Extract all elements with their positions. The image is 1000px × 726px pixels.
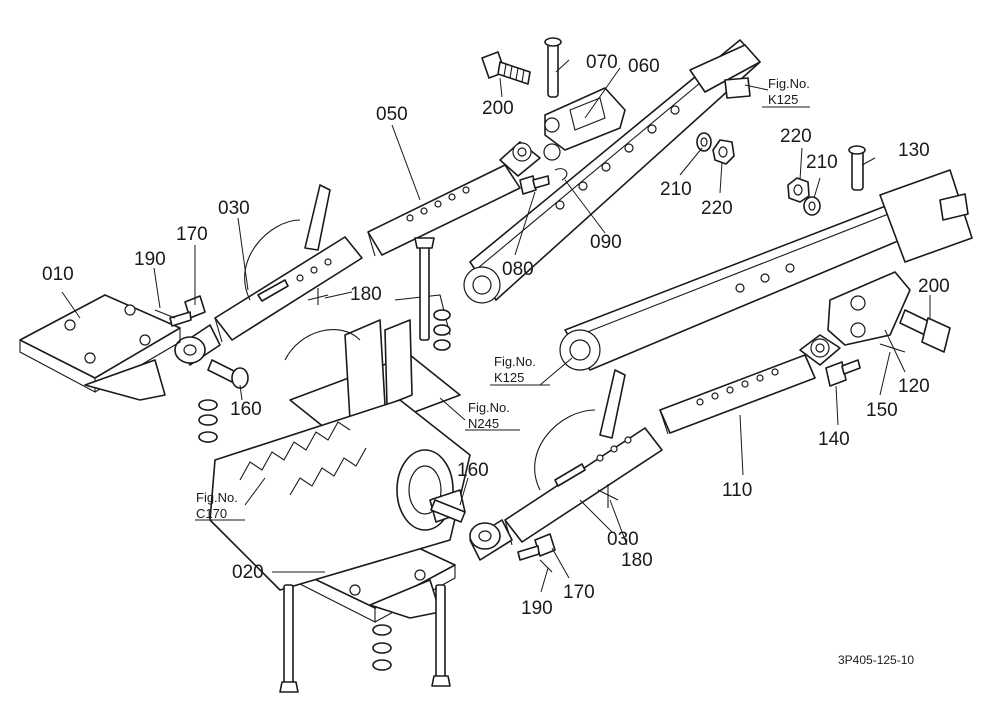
callout-200-right: 200 [918, 276, 950, 297]
bolt-170-right-drawing [517, 533, 556, 561]
callout-210-top: 210 [660, 179, 692, 200]
ref-k125-mid-line2: K125 [494, 370, 524, 385]
callout-200-top: 200 [482, 98, 514, 119]
ref-k125-mid-line1: Fig.No. [494, 354, 536, 369]
clip-150-drawing [879, 343, 906, 353]
callout-140: 140 [818, 429, 850, 450]
callout-180-left: 180 [350, 284, 382, 305]
lower-lift-arm-drawing [559, 169, 973, 371]
turnbuckle-050-drawing [367, 141, 541, 257]
long-bolt-right-drawing [431, 584, 451, 687]
ref-n245-line2: N245 [468, 416, 499, 431]
ref-c170-line1: Fig.No. [196, 490, 238, 505]
clip-090-drawing [554, 168, 568, 181]
callout-210-right: 210 [806, 152, 838, 173]
bolt-200-top-drawing [481, 51, 531, 85]
callout-180-right: 180 [621, 550, 653, 571]
clevis-120-drawing [827, 271, 911, 346]
clip-190-right-drawing [539, 559, 553, 573]
callout-190-left: 190 [134, 249, 166, 270]
nut-220-right-drawing [787, 177, 810, 203]
drawing-code: 3P405-125-10 [838, 653, 914, 667]
pin-160-left-drawing [207, 359, 249, 389]
washer-210-top-drawing [696, 132, 712, 152]
callout-labels: 010 020 030 030 050 060 070 080 090 110 … [42, 52, 950, 619]
figure-references: Fig.No. K125 Fig.No. K125 Fig.No. N245 F… [196, 76, 810, 521]
callout-010: 010 [42, 264, 74, 285]
long-bolt-left-drawing [279, 584, 299, 693]
leader-lines [61, 59, 931, 593]
callout-050: 050 [376, 104, 408, 125]
callout-190-right: 190 [521, 598, 553, 619]
stabilizer-030-left-drawing [174, 184, 363, 366]
pin-160-right-drawing [430, 499, 466, 523]
callout-110: 110 [722, 480, 752, 501]
callout-170-left: 170 [176, 224, 208, 245]
callout-030-left: 030 [218, 198, 250, 219]
bracket-010-drawing [19, 294, 181, 401]
clevis-060-drawing [543, 87, 626, 161]
callout-060: 060 [628, 56, 660, 77]
callout-220-top: 220 [701, 198, 733, 219]
callout-020: 020 [232, 562, 264, 583]
callout-160-right: 160 [457, 460, 489, 481]
washer-stack-left-drawing [198, 399, 218, 443]
callout-150: 150 [866, 400, 898, 421]
callout-120: 120 [898, 376, 930, 397]
callout-170-right: 170 [563, 582, 595, 603]
pin-130-drawing [848, 145, 866, 191]
callout-030-right: 030 [607, 529, 639, 550]
upper-lift-arm-drawing [463, 39, 761, 304]
callout-090: 090 [590, 232, 622, 253]
pin-140-drawing [825, 359, 861, 387]
clip-190-left-drawing [154, 309, 176, 319]
ref-c170-line2: C170 [196, 506, 227, 521]
ref-n245-line1: Fig.No. [468, 400, 510, 415]
callout-220-right: 220 [780, 126, 812, 147]
pin-070-drawing [544, 37, 562, 98]
callout-130: 130 [898, 140, 930, 161]
callout-160-left: 160 [230, 399, 262, 420]
washer-210-right-drawing [803, 196, 821, 216]
washer-stack-bottom-drawing [372, 624, 392, 671]
callout-070: 070 [586, 52, 618, 73]
washer-stack-top-drawing [433, 309, 451, 351]
nut-220-top-drawing [712, 139, 735, 165]
clip-180-left-drawing [307, 288, 329, 305]
stabilizer-030-right-drawing [469, 369, 663, 561]
bolt-170-left-drawing [169, 295, 206, 327]
ref-k125-top-line1: Fig.No. [768, 76, 810, 91]
turnbuckle-110-drawing [659, 334, 841, 435]
clip-180-right-drawing [597, 484, 619, 508]
callout-080: 080 [502, 259, 534, 280]
ref-k125-top-line2: K125 [768, 92, 798, 107]
long-bolt-top-drawing [414, 237, 435, 341]
pin-080-drawing [519, 175, 550, 195]
bolt-200-right-drawing [899, 309, 951, 353]
